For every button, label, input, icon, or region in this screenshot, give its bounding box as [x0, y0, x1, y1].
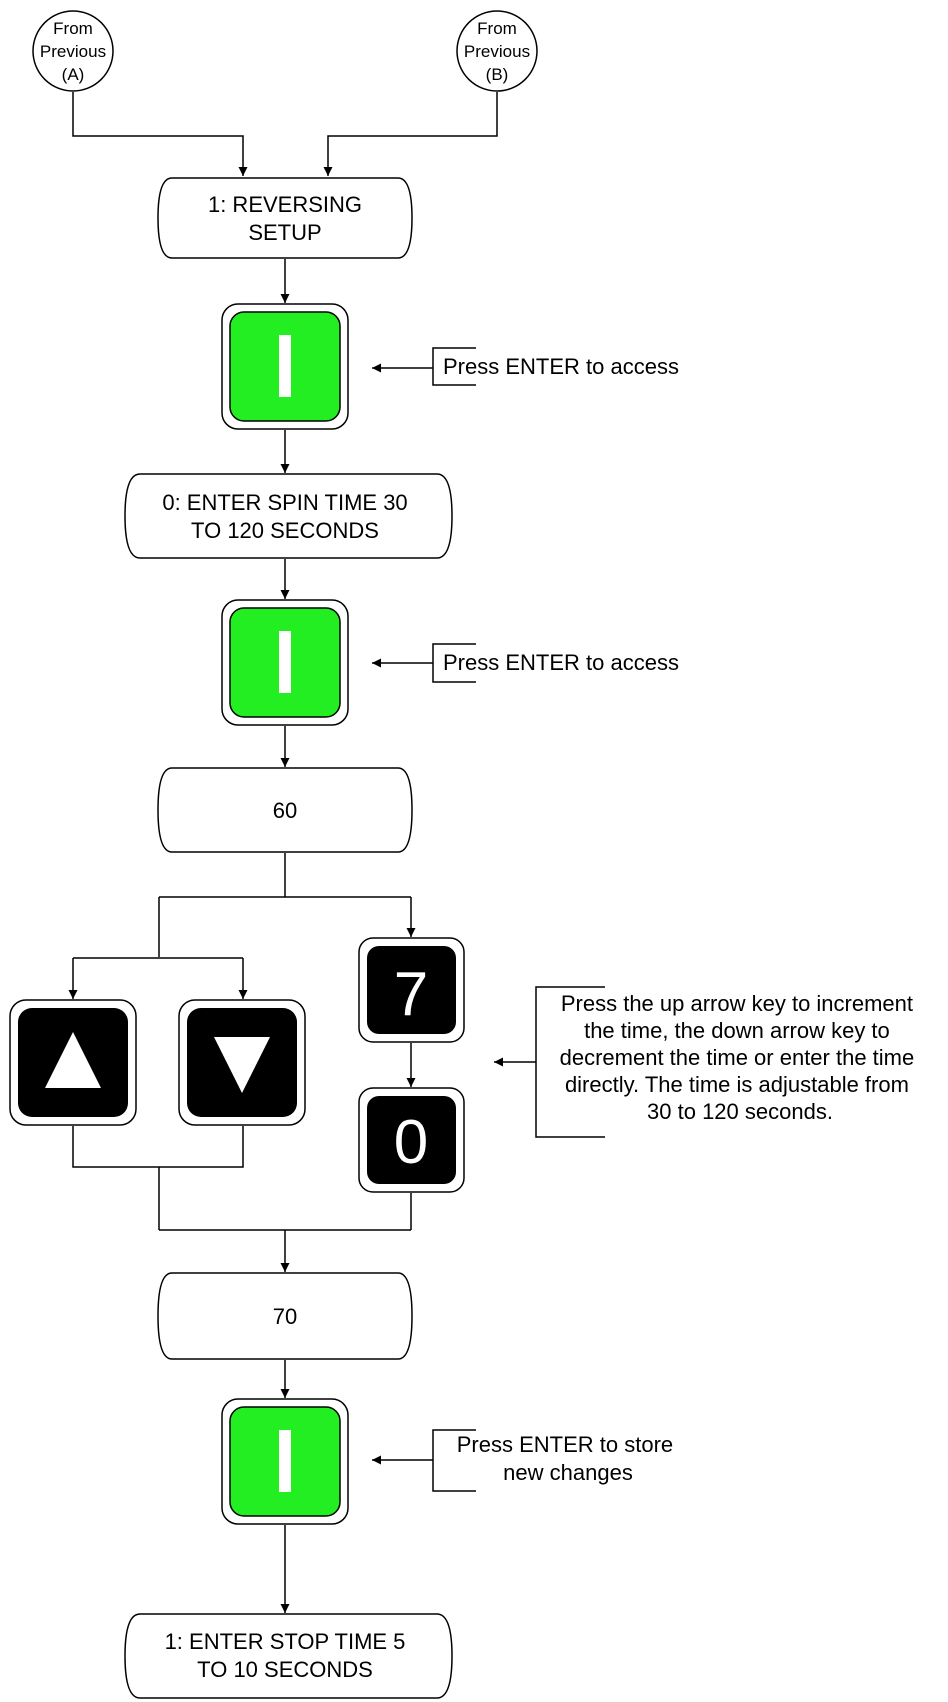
display-enter-spin-time: 0: ENTER SPIN TIME 30 TO 120 SECONDS: [124, 473, 453, 559]
enter-key-2[interactable]: [221, 599, 349, 726]
display-5-line-1: 1: ENTER STOP TIME 5: [165, 1629, 406, 1654]
display-5-line-2: TO 10 SECONDS: [197, 1657, 373, 1682]
digit-key-7-label: 7: [394, 960, 428, 1029]
svg-text:Press ENTER to store new: Press ENTER to store new changes: [457, 1432, 680, 1485]
note-2-text: Press ENTER to access: [443, 650, 679, 675]
up-arrow-icon: [45, 1032, 101, 1088]
svg-text:Press the up arrow key to incr: Press the up arrow key to increment the …: [560, 991, 921, 1124]
digit-key-0[interactable]: 0: [358, 1087, 465, 1193]
note-3-line-5: 30 to 120 seconds.: [647, 1099, 833, 1124]
note-3: Press the up arrow key to increment the …: [494, 986, 921, 1138]
connector-a-line-3: (A): [62, 65, 85, 84]
display-1-line-1: 1: REVERSING: [208, 192, 362, 217]
down-arrow-icon: [214, 1037, 270, 1093]
connector-b-line-2: Previous: [464, 42, 530, 61]
enter-key-1-bar: [279, 335, 291, 397]
enter-key-3-bar: [279, 1430, 291, 1492]
display-4-text: 70: [273, 1304, 297, 1329]
svg-text:1: ENTER STOP TIME 5TO 10 SECO: 1: ENTER STOP TIME 5 TO 10 SECONDS: [165, 1629, 406, 1682]
up-arrow-key[interactable]: [9, 999, 137, 1126]
digit-key-7[interactable]: 7: [358, 937, 465, 1043]
digit-key-0-label: 0: [394, 1108, 428, 1177]
display-3-text: 60: [273, 798, 297, 823]
enter-key-2-bar: [279, 631, 291, 693]
merge-lines: [72, 1126, 412, 1272]
connector-b-line-3: (B): [486, 65, 509, 84]
display-reversing-setup: 1: REVERSING SETUP: [157, 177, 413, 259]
note-4-line-1: Press ENTER to store: [457, 1432, 673, 1457]
note-1-text: Press ENTER to access: [443, 354, 679, 379]
connector-b-line-1: From: [477, 19, 517, 38]
note-3-line-4: directly. The time is adjustable from: [565, 1072, 909, 1097]
connector-lines: [72, 92, 498, 176]
connector-a-line-2: Previous: [40, 42, 106, 61]
display-2-line-1: 0: ENTER SPIN TIME 30: [162, 490, 407, 515]
display-enter-stop-time: 1: ENTER STOP TIME 5 TO 10 SECONDS: [124, 1613, 453, 1699]
connector-a-line-1: From: [53, 19, 93, 38]
down-arrow-key[interactable]: [178, 999, 306, 1126]
note-3-line-1: Press the up arrow key to increment: [561, 991, 913, 1016]
display-value-70: 70: [157, 1272, 413, 1360]
enter-key-3[interactable]: [221, 1398, 349, 1525]
display-1-line-2: SETUP: [248, 220, 321, 245]
branch-lines: [68, 853, 416, 999]
display-value-60: 60: [157, 767, 413, 853]
enter-key-1[interactable]: [221, 303, 349, 430]
display-2-line-2: TO 120 SECONDS: [191, 518, 379, 543]
note-3-line-3: decrement the time or enter the time: [560, 1045, 915, 1070]
note-4-line-2: new changes: [503, 1460, 633, 1485]
note-1: Press ENTER to access: [372, 347, 679, 386]
note-3-line-2: the time, the down arrow key to: [584, 1018, 890, 1043]
note-2: Press ENTER to access: [372, 643, 679, 683]
note-4: Press ENTER to store new changes: [372, 1429, 680, 1492]
